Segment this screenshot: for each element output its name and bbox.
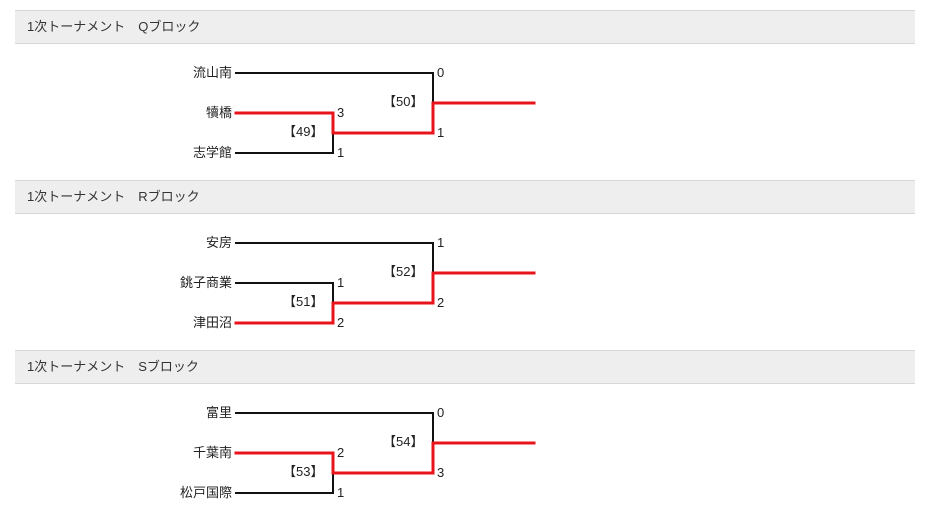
bracket-lines [234, 242, 536, 325]
match-number[interactable]: 【52】 [383, 264, 424, 279]
block-header: 1次トーナメント Qブロック [15, 10, 915, 44]
block-title: 1次トーナメント Rブロック [27, 189, 200, 204]
block-q: 1次トーナメント Qブロック 流山南 犢橋 志学館 3 1 0 1 【49】 【… [0, 0, 926, 170]
team-name[interactable]: 安房 [205, 235, 232, 250]
final-score-bottom: 2 [437, 295, 445, 310]
bracket: 富里 千葉南 松戸国際 2 1 0 3 【53】 【54】 [0, 384, 926, 510]
block-s: 1次トーナメント Sブロック 富里 千葉南 松戸国際 2 1 0 3 【53】 … [0, 340, 926, 510]
semi-score-top: 3 [337, 105, 345, 120]
semi-score-top: 1 [337, 275, 345, 290]
bracket: 安房 銚子商業 津田沼 1 2 1 2 【51】 【52】 [0, 214, 926, 340]
block-header: 1次トーナメント Rブロック [15, 180, 915, 214]
match-number[interactable]: 【51】 [283, 294, 324, 309]
team-name[interactable]: 津田沼 [192, 315, 232, 330]
team-name[interactable]: 松戸国際 [179, 485, 232, 500]
block-title: 1次トーナメント Qブロック [27, 19, 201, 34]
bracket: 流山南 犢橋 志学館 3 1 0 1 【49】 【50】 [0, 44, 926, 170]
final-score-top: 0 [437, 65, 445, 80]
final-score-bottom: 1 [437, 125, 445, 140]
block-title: 1次トーナメント Sブロック [27, 359, 199, 374]
semi-score-bottom: 1 [337, 485, 345, 500]
bracket-lines [234, 72, 536, 154]
block-header: 1次トーナメント Sブロック [15, 350, 915, 384]
team-name[interactable]: 犢橋 [205, 105, 232, 120]
semi-score-bottom: 1 [337, 145, 345, 160]
team-name[interactable]: 銚子商業 [179, 275, 232, 290]
final-score-top: 1 [437, 235, 445, 250]
team-name[interactable]: 千葉南 [192, 445, 232, 460]
team-name[interactable]: 富里 [205, 405, 232, 420]
match-number[interactable]: 【50】 [383, 94, 424, 109]
semi-score-bottom: 2 [337, 315, 345, 330]
semi-score-top: 2 [337, 445, 345, 460]
final-score-top: 0 [437, 405, 445, 420]
bracket-lines [234, 412, 536, 494]
match-number[interactable]: 【53】 [283, 464, 324, 479]
final-score-bottom: 3 [437, 465, 445, 480]
team-name[interactable]: 志学館 [192, 145, 232, 160]
match-number[interactable]: 【49】 [283, 124, 324, 139]
match-number[interactable]: 【54】 [383, 434, 424, 449]
block-r: 1次トーナメント Rブロック 安房 銚子商業 津田沼 1 2 1 2 【51】 … [0, 170, 926, 340]
team-name[interactable]: 流山南 [192, 65, 232, 80]
